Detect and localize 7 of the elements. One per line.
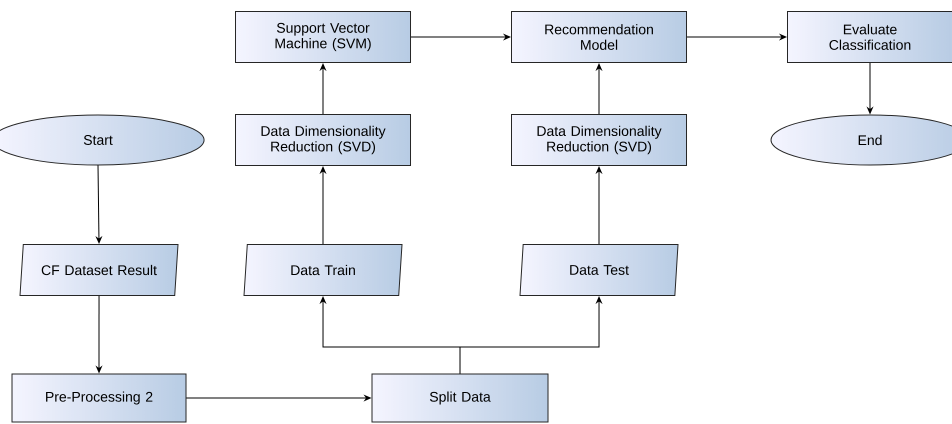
process-box: Split Data — [372, 374, 548, 422]
process-box: Evaluate Classification — [787, 11, 952, 63]
process-box: Recommendation Model — [511, 11, 687, 63]
process-box: Data Dimensionality Reduction (SVD) — [235, 114, 411, 166]
process-box: Data Dimensionality Reduction (SVD) — [511, 114, 687, 166]
process-box: Pre-Processing 2 — [12, 374, 186, 422]
process-box: Support Vector Machine (SVM) — [235, 11, 411, 63]
